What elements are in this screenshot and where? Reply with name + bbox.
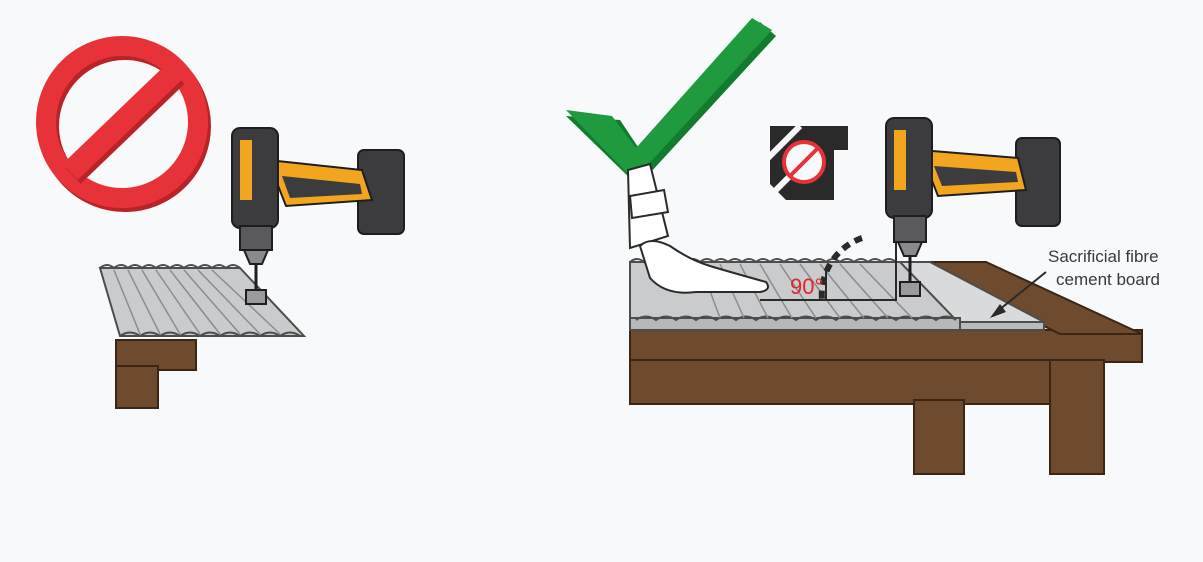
corrugated-sheet xyxy=(100,265,304,336)
correct-method-panel: 90° Sacrificial fibre cement board xyxy=(566,18,1160,474)
prohibited-icon xyxy=(46,46,201,202)
drill-icon xyxy=(232,128,404,304)
annotation-line-1: Sacrificial fibre xyxy=(1048,247,1159,266)
incorrect-method-panel xyxy=(46,46,404,408)
no-hammer-icon xyxy=(768,126,848,200)
angle-label: 90° xyxy=(790,274,823,299)
wood-support xyxy=(116,340,196,408)
annotation-line-2: cement board xyxy=(1056,270,1160,289)
checkmark-icon xyxy=(566,18,776,186)
